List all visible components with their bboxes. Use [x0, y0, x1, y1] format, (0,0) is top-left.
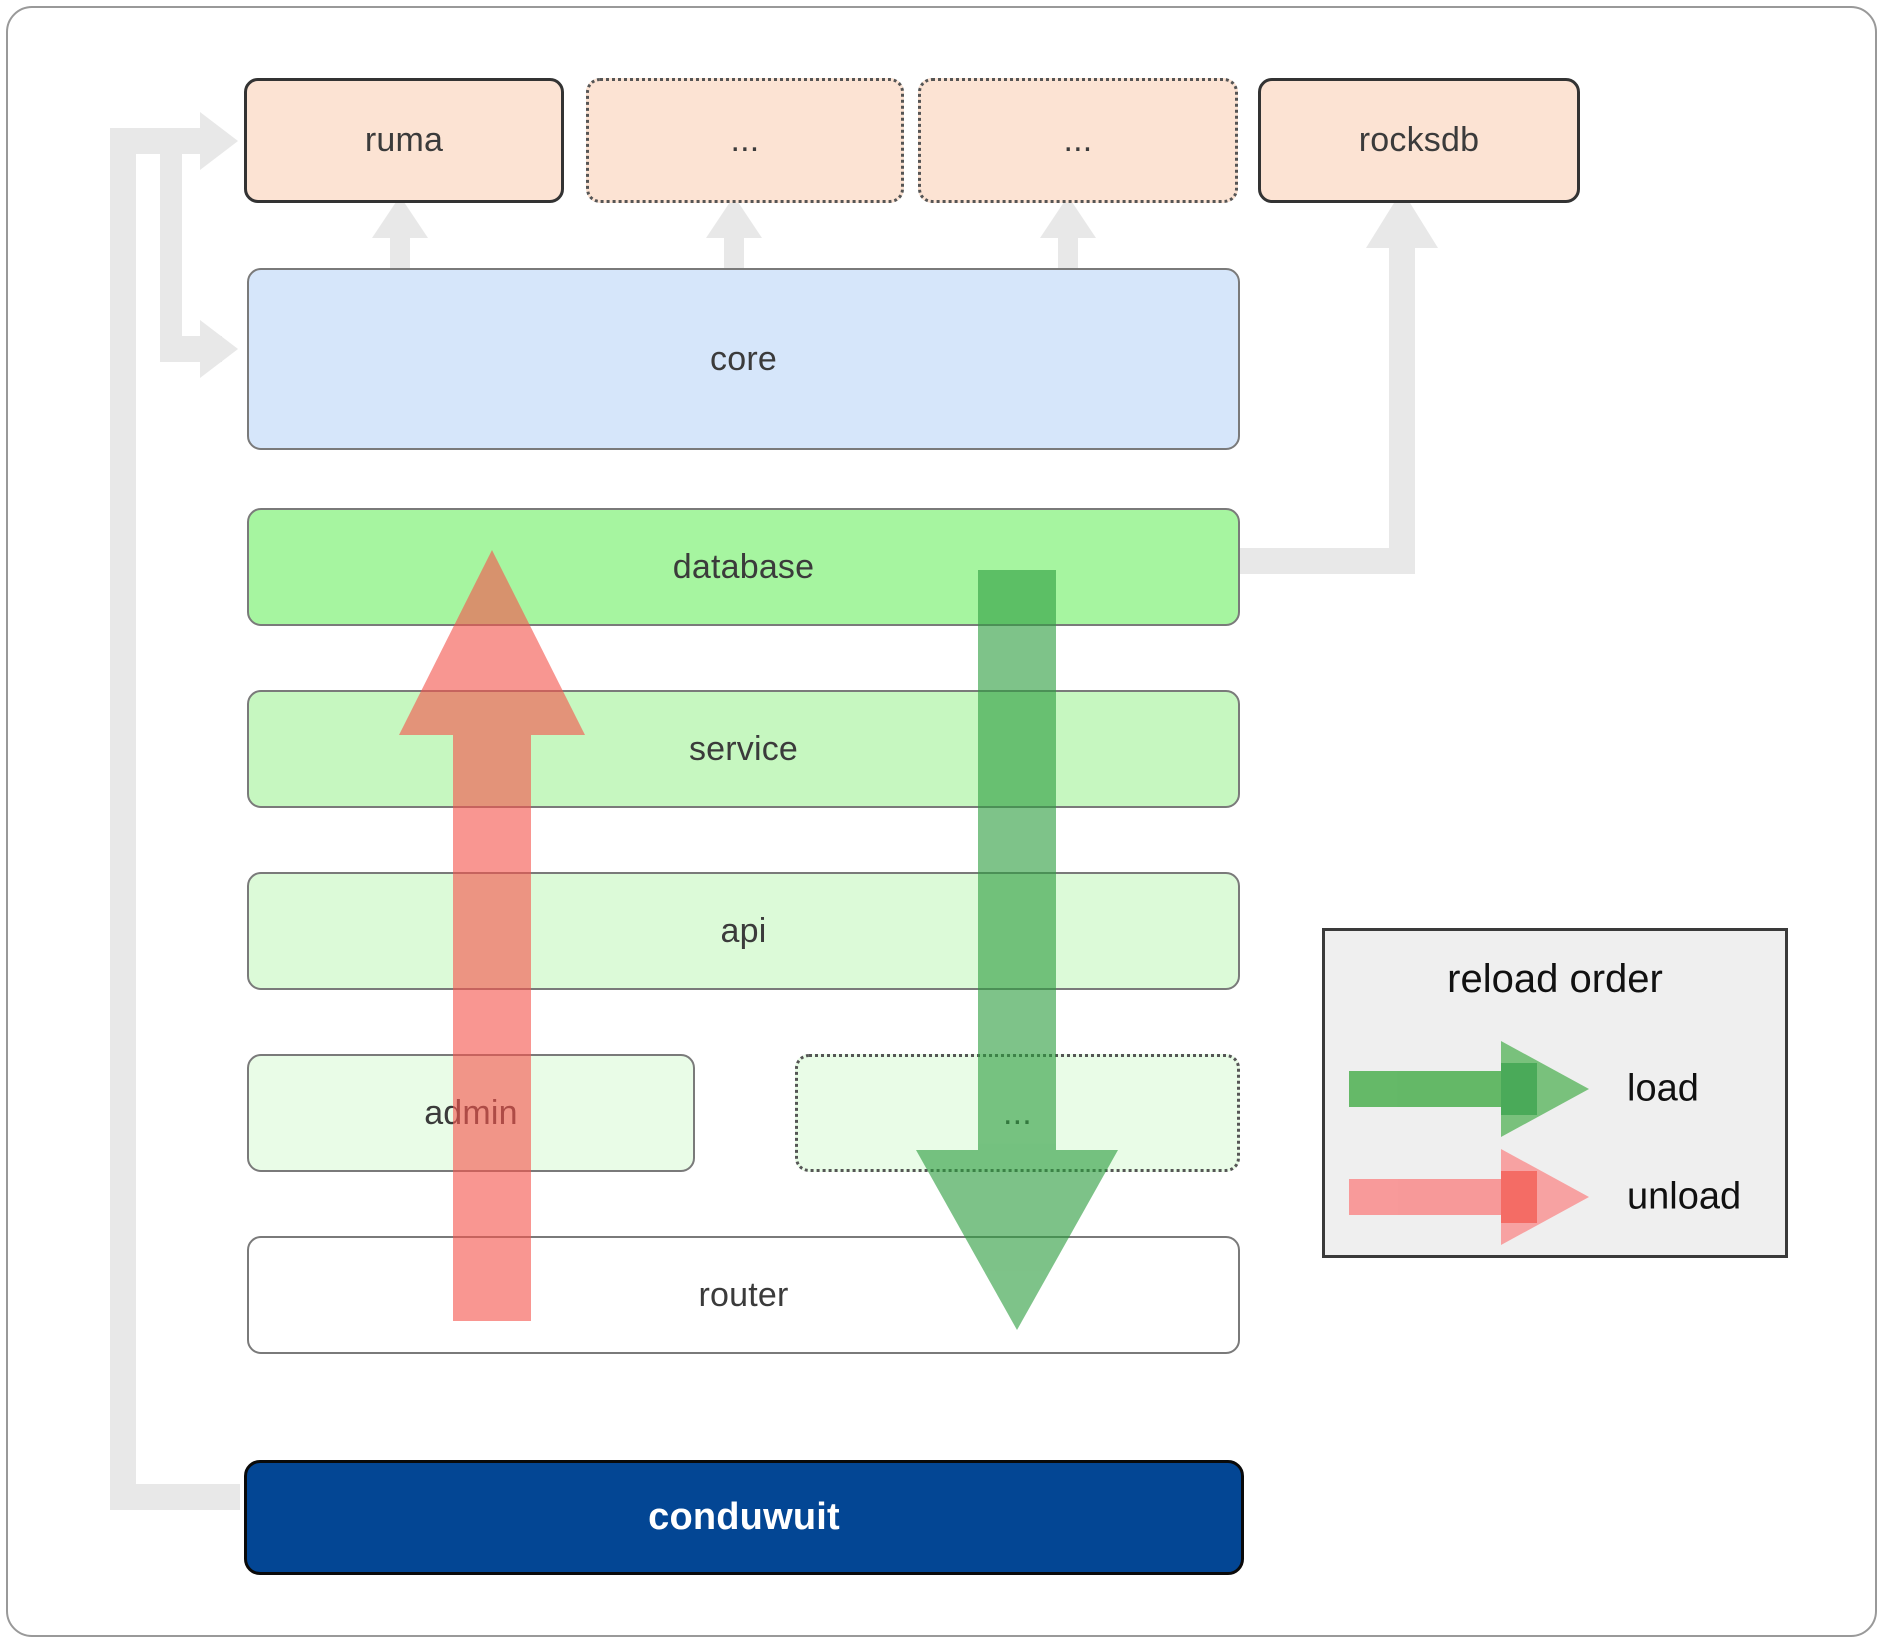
binary-box-conduwuit[interactable]: conduwuit — [244, 1460, 1244, 1575]
legend-item-load: load — [1325, 1041, 1785, 1137]
layer-box-admin-placeholder[interactable]: ... — [795, 1054, 1240, 1172]
legend-load-label: load — [1627, 1067, 1699, 1110]
legend-load-arrow-icon — [1349, 1041, 1589, 1137]
legend-item-unload: unload — [1325, 1149, 1785, 1245]
layer-box-service[interactable]: service — [247, 690, 1240, 808]
binary-box-conduwuit-label: conduwuit — [648, 1496, 840, 1538]
legend-unload-label: unload — [1627, 1175, 1742, 1218]
layer-box-router-label: router — [698, 1275, 789, 1314]
layer-box-admin-label: admin — [424, 1093, 518, 1132]
layer-box-api[interactable]: api — [247, 872, 1240, 990]
external-box-ruma[interactable]: ruma — [244, 78, 564, 203]
external-box-placeholder-2[interactable]: ... — [918, 78, 1238, 203]
layer-box-api-label: api — [720, 911, 767, 950]
legend-title: reload order — [1447, 957, 1663, 1001]
external-box-placeholder-2-label: ... — [1063, 121, 1093, 159]
layer-box-admin-placeholder-label: ... — [1003, 1093, 1032, 1132]
external-box-rocksdb-label: rocksdb — [1358, 121, 1480, 159]
external-box-ruma-label: ruma — [364, 121, 444, 159]
layer-box-admin[interactable]: admin — [247, 1054, 695, 1172]
layer-box-service-label: service — [688, 729, 799, 768]
legend-unload-arrow-icon — [1349, 1149, 1589, 1245]
layer-box-router[interactable]: router — [247, 1236, 1240, 1354]
layer-box-database[interactable]: database — [247, 508, 1240, 626]
external-box-placeholder-1[interactable]: ... — [586, 78, 904, 203]
layer-box-database-label: database — [672, 547, 815, 586]
layer-box-core[interactable]: core — [247, 268, 1240, 450]
external-box-placeholder-1-label: ... — [730, 121, 760, 159]
legend-panel: reload order load unload — [1322, 928, 1788, 1258]
layer-box-core-label: core — [710, 339, 777, 378]
external-box-rocksdb[interactable]: rocksdb — [1258, 78, 1580, 203]
